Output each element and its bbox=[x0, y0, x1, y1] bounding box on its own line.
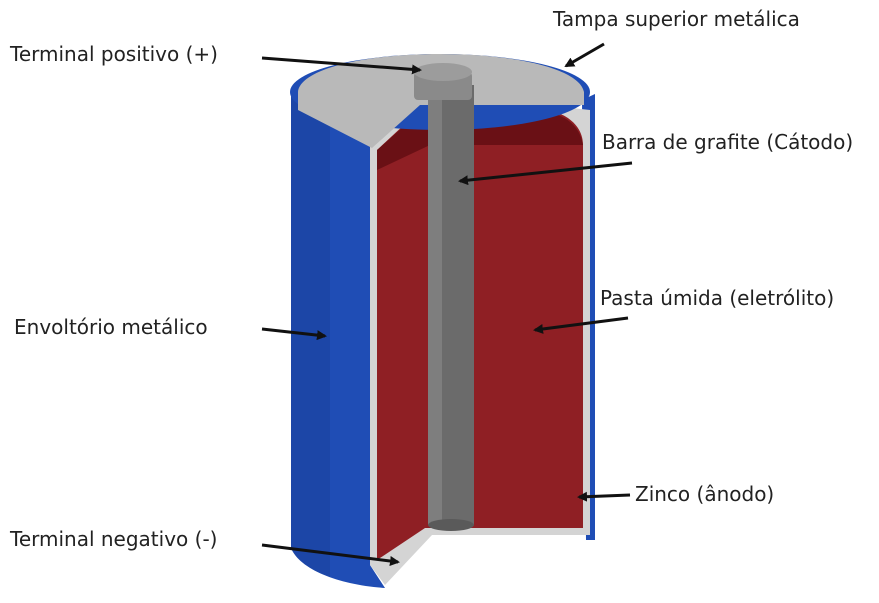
outer-casing bbox=[291, 96, 385, 588]
arrow-graphite-rod bbox=[458, 161, 633, 186]
label-graphite-rod: Barra de grafite (Cátodo) bbox=[602, 130, 854, 154]
label-casing: Envoltório metálico bbox=[14, 315, 208, 339]
label-paste: Pasta úmida (eletrólito) bbox=[600, 286, 835, 310]
arrow-top-cap bbox=[564, 42, 605, 68]
positive-terminal-top bbox=[414, 63, 472, 81]
arrow-negative-terminal bbox=[261, 543, 400, 566]
graphite-rod-highlight bbox=[428, 85, 442, 525]
arrow-positive-terminal bbox=[261, 56, 422, 75]
arrow-paste bbox=[533, 316, 629, 334]
graphite-rod-bottom bbox=[428, 519, 474, 531]
label-zinc: Zinco (ânodo) bbox=[635, 482, 775, 506]
outer-casing-shading bbox=[291, 96, 330, 577]
label-top-cap: Tampa superior metálica bbox=[553, 7, 800, 31]
arrow-casing bbox=[261, 327, 327, 341]
label-positive-terminal: Terminal positivo (+) bbox=[10, 42, 218, 66]
label-negative-terminal: Terminal negativo (-) bbox=[10, 527, 218, 551]
arrow-zinc bbox=[577, 491, 631, 502]
